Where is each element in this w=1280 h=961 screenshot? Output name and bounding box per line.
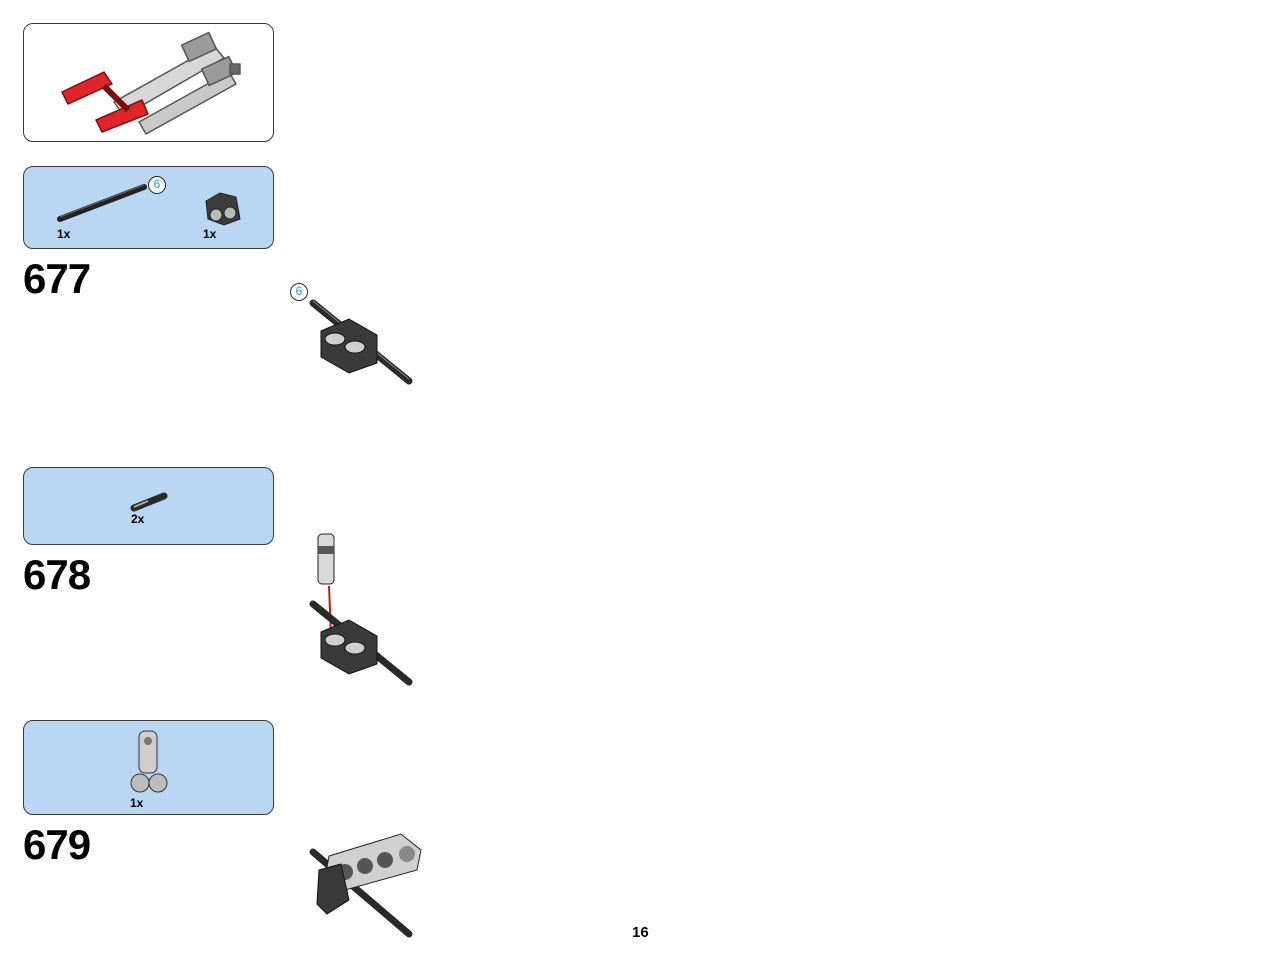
step-number-677: 677 <box>23 255 91 302</box>
subassembly-preview-panel <box>23 23 274 142</box>
assembly-model-679-icon <box>309 833 422 938</box>
axle-connector-part-icon <box>205 192 241 226</box>
step-number-678: 678 <box>23 551 91 598</box>
connector-pin-part-icon <box>130 492 168 512</box>
part-qty-677-a: 1x <box>57 227 71 241</box>
part-length-callout-677: 6 <box>148 176 166 194</box>
parts-list-panel-678: 2x <box>23 467 274 545</box>
part-qty-678: 2x <box>131 512 145 526</box>
page-number: 16 <box>632 924 649 941</box>
assembly-length-callout-677: 6 <box>290 283 308 301</box>
part-qty-679: 1x <box>130 796 144 810</box>
assembly-model-678-icon <box>309 533 413 686</box>
axle-part-icon <box>57 184 147 222</box>
assembly-model-677-icon <box>309 299 413 385</box>
step-number-679: 679 <box>23 821 91 868</box>
part-qty-677-b: 1x <box>203 227 217 241</box>
parts-list-panel-677: 6 1x 1x <box>23 166 274 249</box>
parts-list-panel-679: 1x <box>23 720 274 815</box>
beam-connector-part-icon <box>130 730 168 793</box>
subassembly-model-icon <box>61 31 241 135</box>
